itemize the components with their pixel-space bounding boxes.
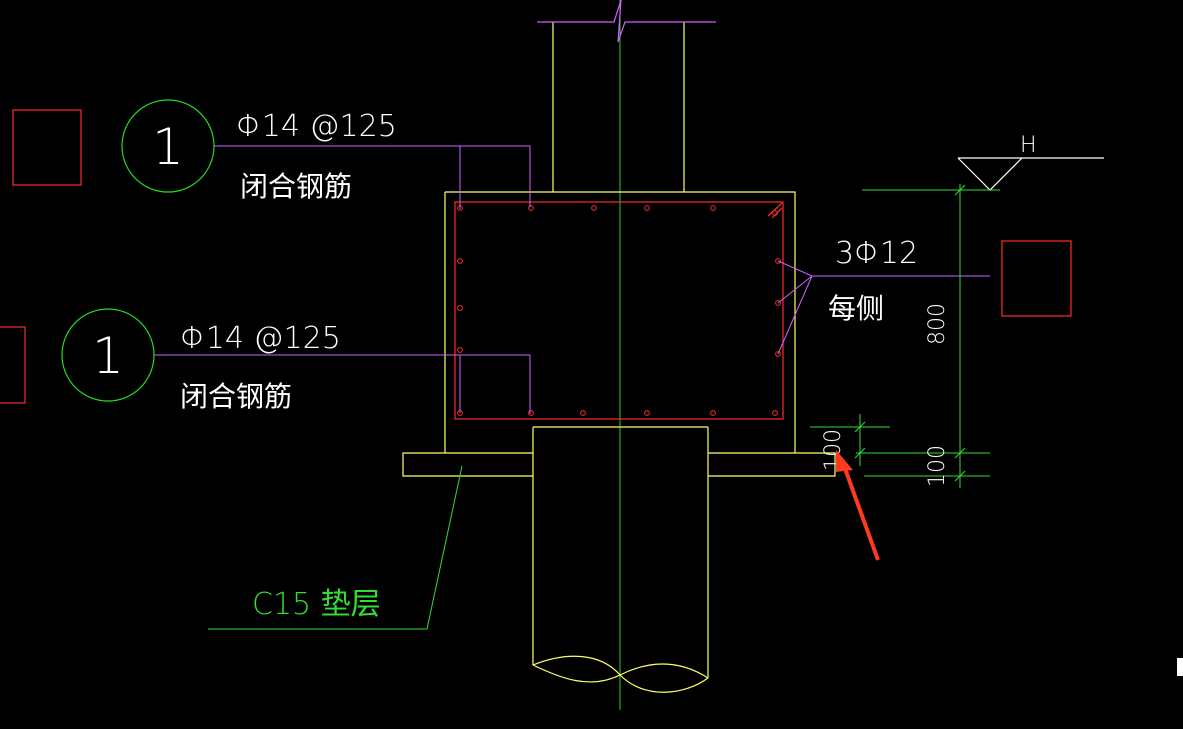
cushion-layer [402,452,836,477]
rebar-dot [772,210,778,216]
rebar-note-label: 闭合钢筋 [180,380,292,413]
rebar-dot [528,410,534,416]
longitudinal-rebars [457,205,781,416]
elevation-mark-label: H [1020,133,1037,158]
section-mark-number: 1 [152,118,184,176]
rebar-dot [591,205,597,211]
cushion-label: C15 垫层 [252,587,381,622]
rebar-dot [644,410,650,416]
section-leader [154,354,531,414]
column-stub [552,22,685,192]
rebar-dot [775,300,781,306]
dimension-lines [810,184,1000,488]
rebar-dot [772,410,778,416]
stirrup-rebar [454,201,784,420]
pile [532,426,709,693]
dimension-beam-height: 800 [925,303,950,345]
rebar-dot [457,258,463,264]
callout-box [0,326,26,404]
rebar-dot [457,305,463,311]
dimension-cushion-thickness: 100 [925,445,950,487]
side-rebar-note: 每侧 [828,292,884,325]
rebar-dot [644,205,650,211]
rebar-dot [710,205,716,211]
rebar-dot [528,205,534,211]
cushion-leader [208,465,463,630]
rebar-dot [457,347,463,353]
edge-marker [1177,658,1183,676]
callout-box [1001,240,1072,317]
rebar-spec-label: Φ14 @125 [236,109,397,144]
rebar-dot [775,351,781,357]
section-mark-number: 1 [92,327,124,385]
pointer-arrow [836,450,880,561]
rebar-dot [580,410,586,416]
break-line [537,0,716,43]
beam-outline [444,191,796,453]
elevation-mark [957,157,1104,191]
rebar-note-label: 闭合钢筋 [240,170,352,203]
section-leader [214,145,531,207]
rebar-dot [775,258,781,264]
rebar-dot [710,410,716,416]
side-rebar-leaders [777,260,990,355]
callout-box [12,109,82,186]
rebar-spec-label: Φ14 @125 [180,321,341,356]
side-rebar-spec: 3Φ12 [835,236,918,271]
